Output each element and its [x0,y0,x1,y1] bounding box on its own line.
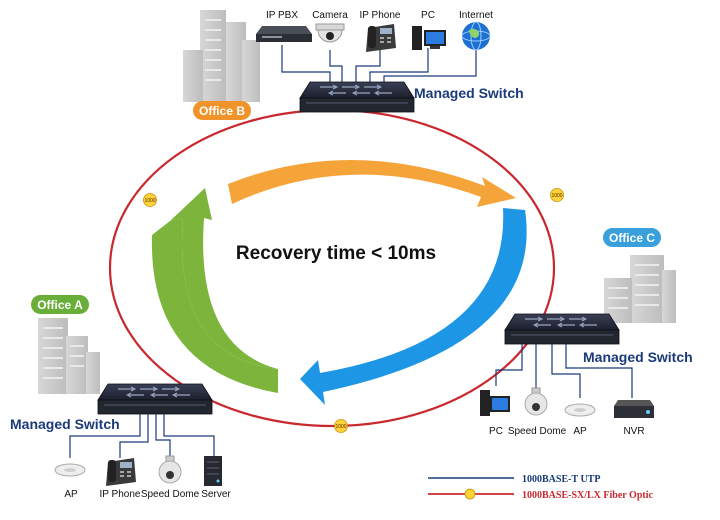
device-label: IP Phone [100,489,141,500]
recovery-arrow-blue [300,208,527,405]
office-a-label: Office A [37,298,83,312]
device-label: Speed Dome [508,426,567,437]
recovery-arrow-green [170,188,278,393]
speed-dome-icon-office-c [524,387,548,416]
ap-icon-office-a [54,463,86,477]
device-label: PC [421,10,435,21]
internet-globe-icon [461,21,491,51]
device-label: IP PBX [266,10,298,21]
device-label: IP Phone [360,10,401,21]
server-icon [204,456,222,486]
ip-pbx-icon [256,26,312,42]
ip-phone-icon [366,24,396,52]
office-b-building-icon [183,10,260,102]
office-a-building-icon [38,318,100,394]
device-label: NVR [623,426,644,437]
fiber-marker-top-right: 1000 [550,188,564,202]
office-a-badge: Office A [31,295,89,314]
device-label: Speed Dome [141,489,200,500]
office-c-building-icon [604,255,676,323]
device-label: Camera [312,10,348,21]
fiber-marker-top-left: 1000 [143,193,157,207]
svg-text:1000: 1000 [551,193,562,199]
device-label: Internet [459,10,493,21]
device-label: AP [64,489,78,500]
device-label: AP [573,426,587,437]
pc-icon-office-c [480,390,510,416]
diagram-title: Recovery time < 10ms [236,243,436,264]
nvr-icon [614,400,654,418]
pc-icon-office-b [412,26,446,50]
legend-utp-label: 1000BASE-T UTP [522,474,600,485]
office-c-label: Office C [609,231,655,245]
switch-label-office-a: Managed Switch [10,416,120,432]
legend: 1000BASE-T UTP 1000BASE-SX/LX Fiber Opti… [428,474,653,501]
device-label: PC [489,426,503,437]
speed-dome-icon-office-a [158,455,182,484]
managed-switch-office-c [504,313,620,345]
device-label: Server [201,489,231,500]
switch-label-office-b: Managed Switch [414,85,524,101]
fiber-marker-bottom: 1000 [334,419,348,433]
svg-text:1000: 1000 [144,198,155,204]
office-b-connections [281,45,477,84]
recovery-arrow-orange [228,159,516,207]
legend-fiber-label: 1000BASE-SX/LX Fiber Optic [522,490,653,501]
switch-label-office-c: Managed Switch [583,349,693,365]
svg-text:1000: 1000 [335,424,346,430]
office-c-connections [495,344,633,398]
recovery-arrow-green-body [151,218,278,393]
office-c-badge: Office C [603,228,661,247]
ap-icon-office-c [564,403,596,417]
managed-switch-office-a [97,383,213,415]
office-b-label: Office B [199,104,245,118]
managed-switch-office-b [299,81,415,113]
office-b-badge: Office B [193,101,251,120]
camera-icon [315,23,345,43]
office-a-connections [69,414,215,458]
ip-phone-icon-office-a [106,458,136,486]
